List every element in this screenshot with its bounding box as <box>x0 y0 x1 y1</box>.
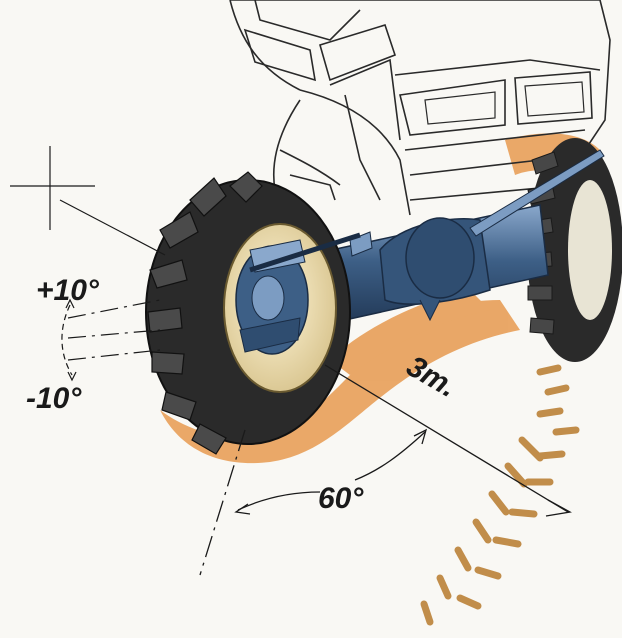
tilt-guides <box>10 146 166 382</box>
right-wheel <box>526 138 622 362</box>
tilt-down-label: -10° <box>26 382 82 415</box>
left-wheel <box>145 171 361 455</box>
front-axle <box>284 149 605 331</box>
steer-angle-label: 60° <box>318 482 364 515</box>
steer-guides <box>199 364 572 576</box>
tilt-up-label: +10° <box>36 274 100 307</box>
tractor-front-body <box>229 0 611 216</box>
tire-tracks <box>420 364 580 626</box>
